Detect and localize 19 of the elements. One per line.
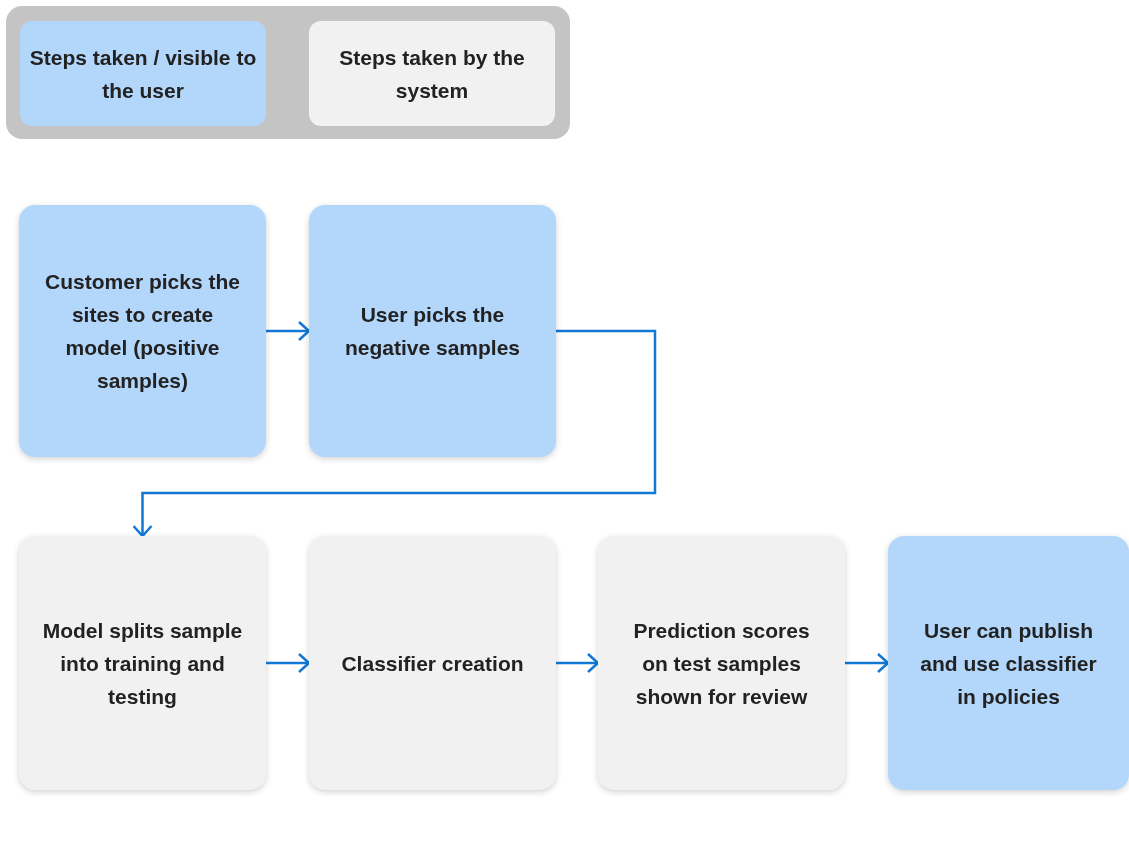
step-text: User can publish and use classifier in policies [919, 617, 1098, 710]
process-box [309, 536, 556, 790]
step-text: Classifier creation [341, 650, 524, 677]
step-text: Model splits sample into training and testing [41, 617, 244, 710]
arrow [132, 329, 657, 538]
process-box [19, 536, 266, 790]
process-box [598, 536, 845, 790]
process-box [309, 205, 556, 457]
step-text: Prediction scores on test samples shown for review [632, 617, 811, 710]
process-box [888, 536, 1129, 790]
process-box [19, 205, 266, 457]
arrow [556, 652, 600, 674]
step-text: User picks the negative samples [343, 302, 522, 361]
legend-text: Steps taken by the system [338, 44, 526, 104]
step-text: Customer picks the sites to create model (positive samples) [44, 269, 241, 394]
arrow [845, 652, 890, 674]
arrow [266, 652, 311, 674]
legend-text: Steps taken / visible to the user [28, 44, 258, 104]
arrow [266, 320, 311, 342]
